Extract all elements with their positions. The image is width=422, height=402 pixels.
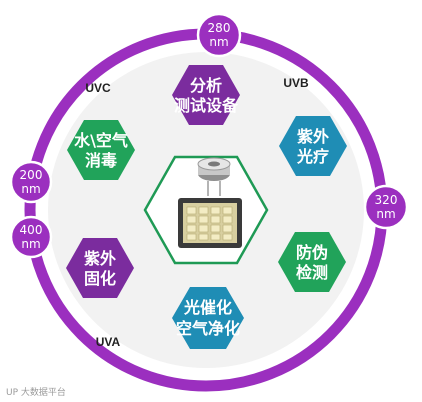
- center-device-panel: [143, 155, 269, 265]
- band-label-uvc: UVC: [85, 81, 111, 95]
- badge-400nm: 400 nm: [9, 215, 53, 259]
- hex-label-line1: 紫外: [84, 249, 116, 268]
- hex-label-line2: 测试设备: [174, 96, 239, 115]
- hex-shape: [278, 232, 346, 292]
- hex-analysis-test-equipment: 分析 测试设备: [172, 65, 240, 125]
- badge-value: 280: [208, 21, 231, 35]
- badge-200nm: 200 nm: [9, 160, 53, 204]
- hex-shape: [172, 65, 240, 125]
- hex-label-line2: 消毒: [85, 151, 117, 170]
- badge-320nm: 320 nm: [363, 184, 409, 230]
- hex-label-line2: 空气净化: [176, 319, 240, 338]
- hex-label-line2: 固化: [84, 269, 116, 288]
- badge-value: 320: [375, 193, 398, 207]
- badge-value: 200: [20, 168, 43, 182]
- hex-shape: [279, 116, 347, 176]
- band-label-uva: UVA: [96, 335, 121, 349]
- hex-water-air-disinfection: 水\空气 消毒: [67, 120, 135, 180]
- hex-label-line2: 光疗: [296, 147, 329, 166]
- hex-label-line1: 防伪: [296, 243, 328, 262]
- badge-280nm: 280 nm: [196, 12, 242, 58]
- hex-label-line1: 分析: [190, 76, 222, 95]
- badge-unit: nm: [209, 35, 228, 49]
- uv-led-chip-and-sensor-icon: [178, 157, 242, 248]
- badge-unit: nm: [21, 237, 40, 251]
- hex-anti-counterfeit-detection: 防伪 检测: [278, 232, 346, 292]
- hex-shape: [172, 287, 244, 349]
- hex-uv-phototherapy: 紫外 光疗: [279, 116, 347, 176]
- hex-uv-curing: 紫外 固化: [66, 238, 134, 298]
- band-label-uvb: UVB: [283, 76, 309, 90]
- hex-label-line2: 检测: [296, 263, 328, 282]
- hex-label-line1: 光催化: [183, 298, 232, 317]
- hex-shape: [66, 238, 134, 298]
- watermark: UP 大数据平台: [6, 388, 66, 398]
- hex-shape: [67, 120, 135, 180]
- hex-label-line1: 紫外: [297, 127, 329, 146]
- hex-label-line1: 水\空气: [74, 131, 128, 150]
- badge-unit: nm: [376, 207, 395, 221]
- badge-value: 400: [20, 223, 43, 237]
- badge-unit: nm: [21, 182, 40, 196]
- hex-photocatalytic-air-purification: 光催化 空气净化: [172, 287, 244, 349]
